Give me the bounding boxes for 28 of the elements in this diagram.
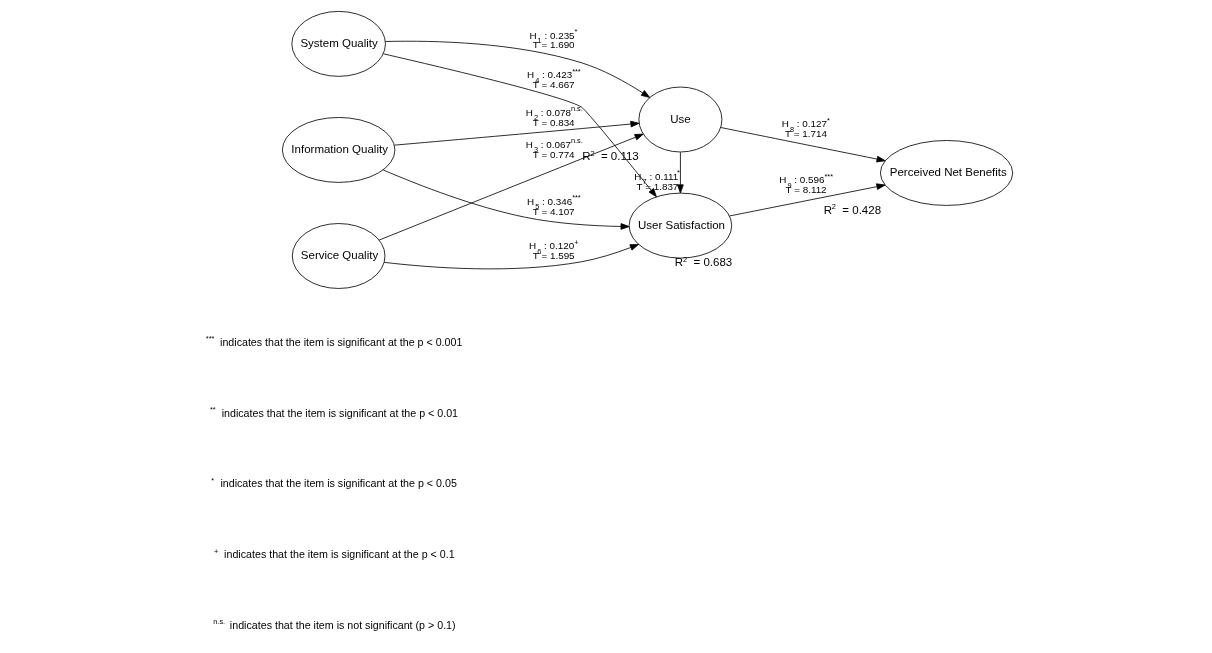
edge-label: H$_{5}$ : 0.346$^{***}$ T = 4.107 [526, 193, 581, 217]
edge-label: H$_{1}$ : 0.235$^{*}$ T = 1.690 [529, 27, 578, 51]
node-ellipse: Perceived Net Benefits [879, 140, 1014, 206]
label: $^{*}$ indicates that the item is significant at the p < 0.05 [211, 475, 457, 490]
label: $^{n.s.}$ indicates that the item is not significant (p > 0.1) [213, 617, 456, 631]
label: $^{***}$ indicates that the item is significant at the p < 0.001 [205, 334, 463, 348]
node-label: R$^{2}$ = 0.113 [582, 148, 639, 163]
arrow [385, 40, 651, 98]
label: $^{**}$ indicates that the item is significant at the p < 0.01 [209, 405, 459, 419]
edge-label: H$_{4}$ : 0.423$^{***}$ T = 4.667 [526, 66, 581, 90]
arrow [382, 169, 630, 230]
arrow [378, 133, 644, 241]
node-ellipse: Service Quality [291, 223, 386, 289]
node-ellipse: Information Quality [281, 117, 396, 183]
edge-label: H$_{6}$ : 0.120$^{+}$ T = 1.595 [528, 237, 579, 261]
arrow [729, 183, 886, 217]
node-ellipse: System Quality [291, 11, 386, 77]
node-label: R$^{2}$ = 0.428 [823, 202, 882, 216]
arrow [383, 53, 657, 198]
arrow [677, 151, 684, 194]
arrow [720, 127, 886, 163]
arrow [394, 120, 640, 146]
edge-label: H$_{3}$ : 0.067$^{n.s.}$ T = 0.774 [525, 136, 583, 160]
label: $^{+}$ indicates that the item is significant at the p < 0.1 [214, 546, 455, 561]
edge-label: H$_{8}$ : 0.127$^{*}$ T = 1.714 [781, 115, 830, 140]
arrow [383, 244, 639, 270]
edge-label: H$_{2}$ : 0.078$^{n.s.}$ T = 0.834 [525, 104, 583, 128]
edge-label: H$_{7}$ : 0.111$^{*}$ T = 1.837 [634, 168, 680, 192]
